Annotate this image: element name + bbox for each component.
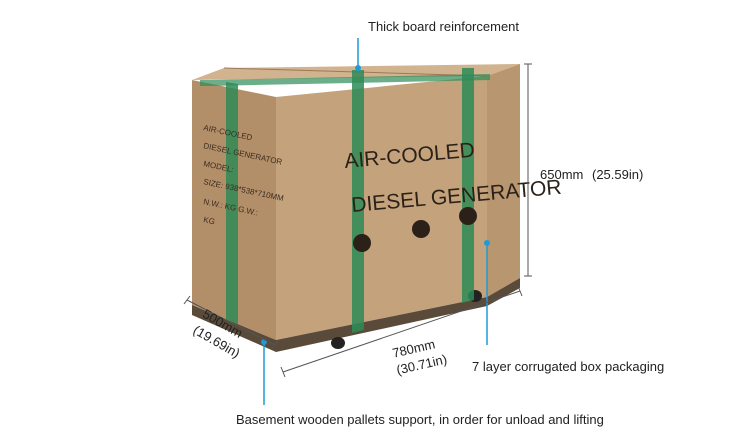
annotation-bottom: Basement wooden pallets support, in orde…	[236, 412, 604, 427]
pallet-wheel-left	[331, 337, 345, 349]
height-in-label: (25.59in)	[592, 167, 644, 182]
depth-tick-right	[271, 340, 279, 350]
logo-mark	[412, 220, 430, 238]
strap-top	[200, 74, 490, 86]
handle-hole-left	[353, 234, 371, 252]
strap-front-left	[352, 70, 364, 333]
depth-tick-left	[183, 295, 191, 305]
strap-side	[226, 82, 238, 324]
height-mm-label: 650mm	[540, 167, 584, 182]
depth-dimension-line	[186, 299, 276, 346]
box-right-edge	[487, 64, 520, 297]
box-front-face	[276, 76, 487, 340]
handle-hole-right	[459, 207, 477, 225]
width-dimension-line	[282, 290, 521, 373]
marker-dot-top	[355, 65, 361, 71]
marker-dot-right	[484, 240, 490, 246]
width-tick-right	[517, 285, 523, 297]
side-print-line: KG	[203, 215, 216, 226]
strap-front-right	[462, 68, 474, 303]
annotation-right-side: 7 layer corrugated box packaging	[472, 359, 665, 374]
annotation-top: Thick board reinforcement	[368, 19, 520, 34]
width-tick-left	[280, 366, 286, 378]
